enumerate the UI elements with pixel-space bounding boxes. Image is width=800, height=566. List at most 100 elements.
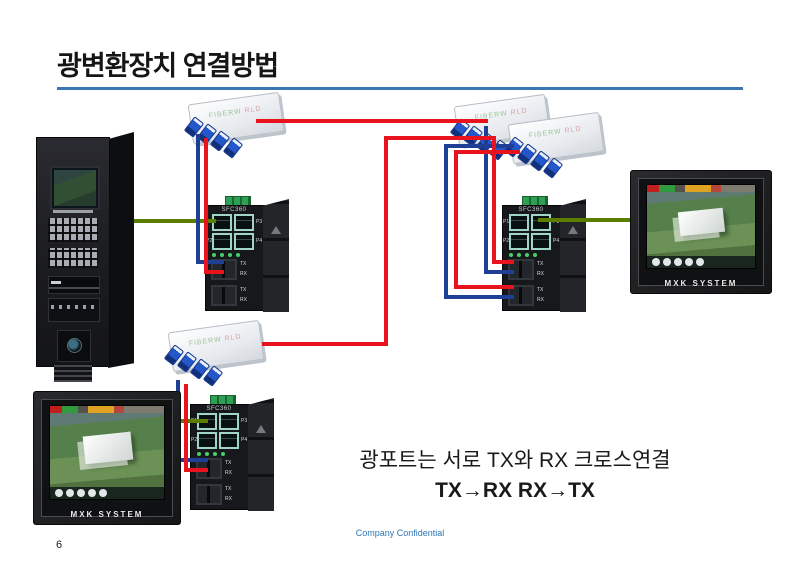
- rj45-port: [234, 233, 254, 250]
- monitor-screen: [49, 405, 165, 500]
- rj45-port: [197, 432, 217, 449]
- fiber-red-segment: [454, 150, 458, 289]
- annotation-line-2: TX→RX RX→TX: [435, 479, 595, 502]
- fiber-red-segment: [384, 136, 388, 346]
- utp-cable-tower-to-switch: [126, 219, 216, 223]
- port-label: P2: [191, 437, 198, 443]
- fiber-blue-segment: [444, 144, 448, 299]
- fiber-red-segment: [492, 136, 496, 264]
- fiber-port-2: [508, 285, 534, 306]
- switch-model-label: SFC360: [518, 207, 544, 213]
- fiber-blue-segment: [484, 126, 488, 274]
- tower-front-panel: [36, 137, 110, 382]
- annotation-text: 광포트는 서로 TX와 RX 크로스연결 TX→RX RX→TX: [320, 444, 710, 503]
- port-label: P4: [553, 238, 560, 244]
- fiber-tx-label: TX: [537, 287, 544, 293]
- port-label: P1: [503, 219, 510, 225]
- switch-model-label: SFC360: [221, 207, 247, 213]
- port-label: P3: [241, 418, 248, 424]
- port-label: P2: [206, 238, 213, 244]
- rj45-port: [212, 233, 232, 250]
- rj45-port: [531, 214, 551, 231]
- status-leds: [509, 253, 543, 258]
- media-converter-switch-right: SFC360 P1 P2 P3 P4 TX RX TX RX: [502, 196, 588, 314]
- fiber-red-segment: [492, 260, 514, 264]
- tower-keypad-upper: [48, 218, 98, 242]
- fiber-red-segment: [184, 468, 208, 472]
- port-label: P4: [241, 437, 248, 443]
- tower-screen-image: [54, 170, 96, 206]
- monitor-brand-label: MXK SYSTEM: [70, 510, 144, 519]
- rj45-port: [219, 413, 239, 430]
- tower-control-panel-2: [48, 298, 100, 322]
- fiber-port-1: [211, 259, 237, 280]
- title-underline: [57, 87, 743, 90]
- fiber-transceiver-top-right-b: FIBERW RLD: [503, 111, 605, 179]
- fiber-transceiver-bottom: FIBERW RLD: [163, 319, 265, 387]
- media-converter-switch-bottom: SFC360 P1 P2 P3 P4 TX RX TX RX: [190, 395, 276, 513]
- fiber-tx-label: TX: [225, 486, 232, 492]
- utp-cable-switch-to-monitor-right: [538, 218, 634, 222]
- monitor-right: MXK SYSTEM: [630, 170, 772, 294]
- fiber-tx-label: TX: [537, 261, 544, 267]
- page-number: 6: [56, 539, 63, 551]
- fiber-blue-segment: [176, 458, 208, 462]
- rj45-port: [234, 214, 254, 231]
- screen-aerial-view: [50, 413, 164, 487]
- fiber-port-1: [196, 458, 222, 479]
- fiber-transceiver-top-left: FIBERW RLD: [183, 91, 285, 159]
- switch-side-panel: [263, 199, 289, 312]
- fiber-blue-segment: [444, 144, 514, 148]
- fiber-blue-segment: [196, 260, 224, 264]
- monitor-left: MXK SYSTEM: [33, 391, 181, 525]
- fiber-tx-label: TX: [225, 460, 232, 466]
- fiber-tx-label: TX: [240, 287, 247, 293]
- rj45-port: [509, 214, 529, 231]
- tower-name-strip: [53, 210, 93, 213]
- fiber-red-segment: [454, 285, 514, 289]
- screen-dock: [647, 256, 755, 268]
- transceiver-brand-label: FIBERW RLD: [528, 125, 582, 140]
- switch-model-label: SFC360: [206, 406, 232, 412]
- fiber-port-1: [508, 259, 534, 280]
- fiber-port-2: [211, 285, 237, 306]
- control-tower-device: [36, 132, 134, 382]
- fiber-red-segment: [204, 270, 224, 274]
- fiber-red-segment: [184, 384, 188, 472]
- building-graphic: [82, 431, 134, 465]
- fiber-red-segment: [256, 119, 488, 123]
- fiber-rx-label: RX: [537, 297, 544, 303]
- rj45-port: [509, 233, 529, 250]
- fiber-blue-segment: [196, 134, 200, 264]
- fiber-rx-label: RX: [225, 470, 232, 476]
- monitor-brand-label: MXK SYSTEM: [664, 279, 738, 288]
- rj45-port: [212, 214, 232, 231]
- transceiver-brand-label: FIBERW RLD: [188, 333, 242, 348]
- footer-confidential: Company Confidential: [355, 528, 445, 538]
- page-title: 광변환장치 연결방법: [57, 51, 279, 81]
- tower-keypad-lower: [48, 248, 98, 268]
- fiber-blue-segment: [444, 295, 514, 299]
- tower-side-panel: [108, 132, 134, 368]
- status-leds: [212, 253, 246, 258]
- switch-side-panel: [560, 199, 586, 312]
- port-label: P3: [553, 219, 560, 225]
- screen-dock: [50, 487, 164, 499]
- fiber-port-2: [196, 484, 222, 505]
- tower-camera-panel: [57, 330, 91, 362]
- screen-toolbar: [50, 406, 164, 413]
- camera-lens-icon: [67, 338, 82, 353]
- screen-toolbar: [647, 185, 755, 192]
- tower-speaker-grille: [54, 364, 92, 382]
- media-converter-switch-left: SFC360 P1 P2 P3 P4 TX RX TX RX: [205, 196, 291, 314]
- fiber-tx-label: TX: [240, 261, 247, 267]
- fiber-rx-label: RX: [240, 271, 247, 277]
- brand-triangle-icon: [568, 226, 578, 234]
- screen-aerial-view: [647, 192, 755, 256]
- tower-control-panel-1: [48, 276, 100, 294]
- fiber-red-segment: [454, 150, 520, 154]
- brand-triangle-icon: [256, 425, 266, 433]
- brand-triangle-icon: [271, 226, 281, 234]
- fiber-rx-label: RX: [240, 297, 247, 303]
- fiber-rx-label: RX: [225, 496, 232, 502]
